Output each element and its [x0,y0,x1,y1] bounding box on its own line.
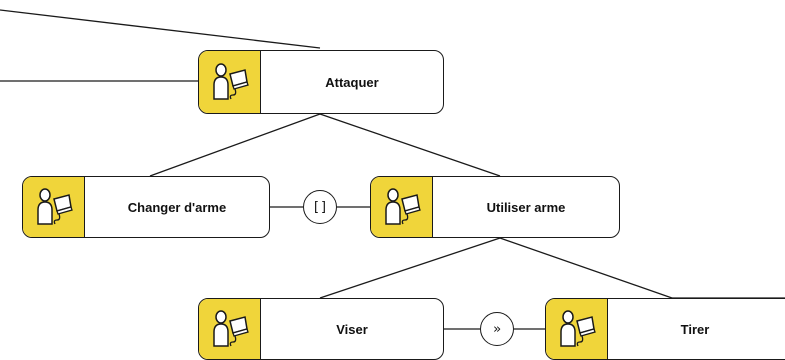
edge-attaquer-changer-arme [149,113,321,177]
interactive-user-icon-graphic [212,63,249,100]
interactive-user-icon-graphic [384,188,421,225]
operator-enabling: » [480,312,514,346]
operator-symbol: » [493,321,501,337]
edge-utiliser-viser [319,237,501,299]
operator-order-independence: [] [303,190,337,224]
task-label: Changer d'arme [127,199,227,215]
task-viser[interactable]: Viser [198,298,444,360]
interactive-user-icon [546,299,608,359]
interactive-user-icon-graphic [36,188,73,225]
edge-offscreen-to-attaquer-1 [0,9,321,49]
task-label: Attaquer [325,74,379,90]
task-tirer[interactable]: Tirer [545,298,785,360]
interactive-user-icon [371,177,433,237]
task-label: Viser [336,321,368,337]
edge-utiliser-tirer [499,237,673,299]
edge-attaquer-utiliser-arme [319,113,501,177]
operator-symbol: [] [312,199,328,215]
interactive-user-icon-graphic [212,310,249,347]
interactive-user-icon [199,51,261,113]
task-utiliser-arme[interactable]: Utiliser arme [370,176,620,238]
interactive-user-icon [199,299,261,359]
task-changer-arme[interactable]: Changer d'arme [22,176,270,238]
interactive-user-icon-graphic [559,310,596,347]
task-label: Utiliser arme [486,199,566,215]
task-attaquer[interactable]: Attaquer [198,50,444,114]
interactive-user-icon [23,177,85,237]
task-label: Tirer [680,321,710,337]
